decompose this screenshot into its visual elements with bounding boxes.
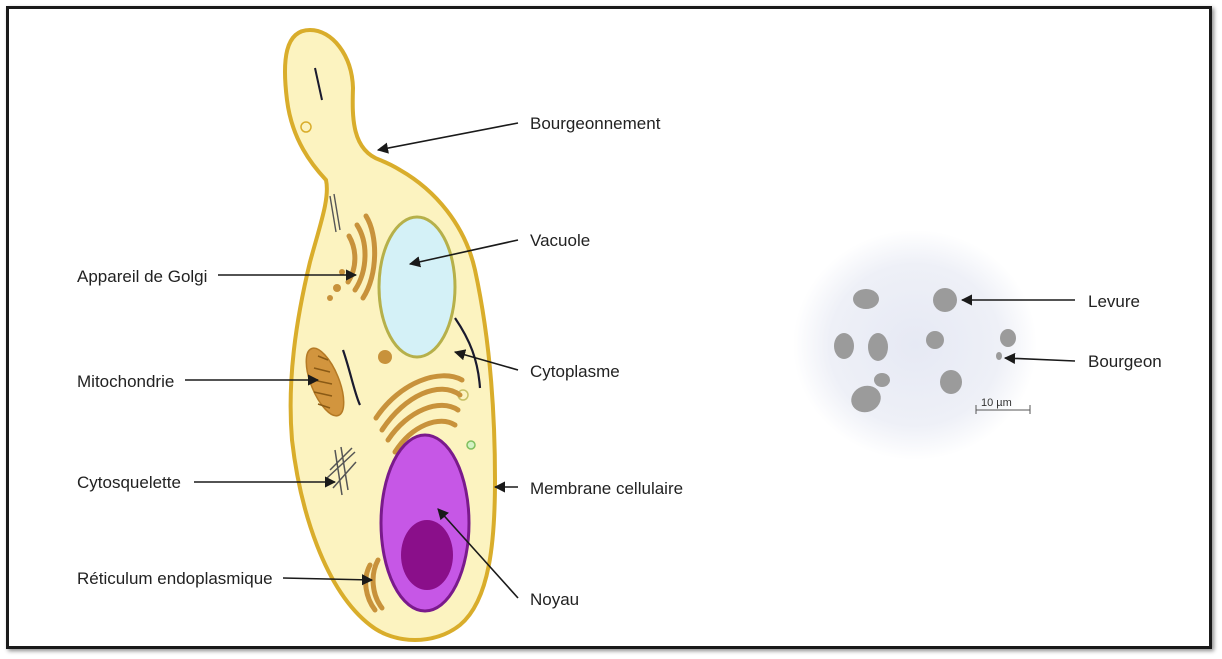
vesicle [467, 441, 475, 449]
label-cytoplasm: Cytoplasme [530, 362, 620, 381]
label-yeast: Levure [1088, 292, 1140, 311]
microscope-view: 10 µm [793, 230, 1037, 460]
label-membrane: Membrane cellulaire [530, 479, 683, 498]
label-vacuole: Vacuole [530, 231, 590, 250]
label-nucleus: Noyau [530, 590, 579, 609]
vacuole [379, 217, 455, 357]
vesicle [378, 350, 392, 364]
label-mitochondria: Mitochondrie [77, 372, 174, 391]
nucleolus [401, 520, 453, 590]
yeast-cell [285, 30, 495, 640]
micro-background [793, 230, 1037, 460]
label-er: Réticulum endoplasmique [77, 569, 273, 588]
label-golgi: Appareil de Golgi [77, 267, 207, 286]
label-budding: Bourgeonnement [530, 114, 661, 133]
label-bud: Bourgeon [1088, 352, 1162, 371]
bud-vesicle [301, 122, 311, 132]
label-cytoskeleton: Cytosquelette [77, 473, 181, 492]
scale-label: 10 µm [981, 397, 1012, 409]
